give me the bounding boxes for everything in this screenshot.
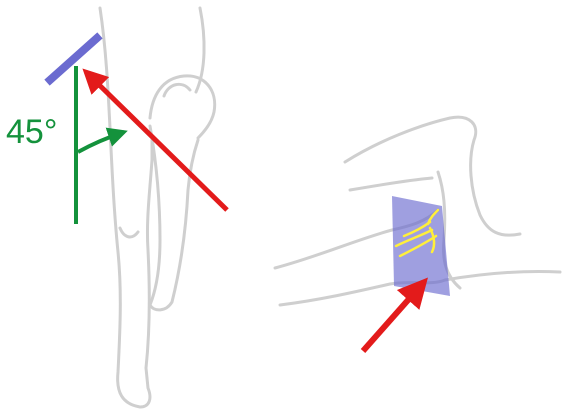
patella-outline bbox=[164, 84, 190, 96]
left-view-legs bbox=[100, 8, 215, 407]
angle-arc-arrow bbox=[78, 132, 124, 152]
angle-label: 45° bbox=[6, 113, 57, 151]
back-leg-knee-cap bbox=[120, 228, 138, 237]
beam-arrow-right bbox=[363, 282, 424, 351]
thigh-upper-outline bbox=[350, 178, 432, 190]
back-leg-outline bbox=[100, 8, 152, 407]
front-shin-outline bbox=[150, 126, 198, 310]
